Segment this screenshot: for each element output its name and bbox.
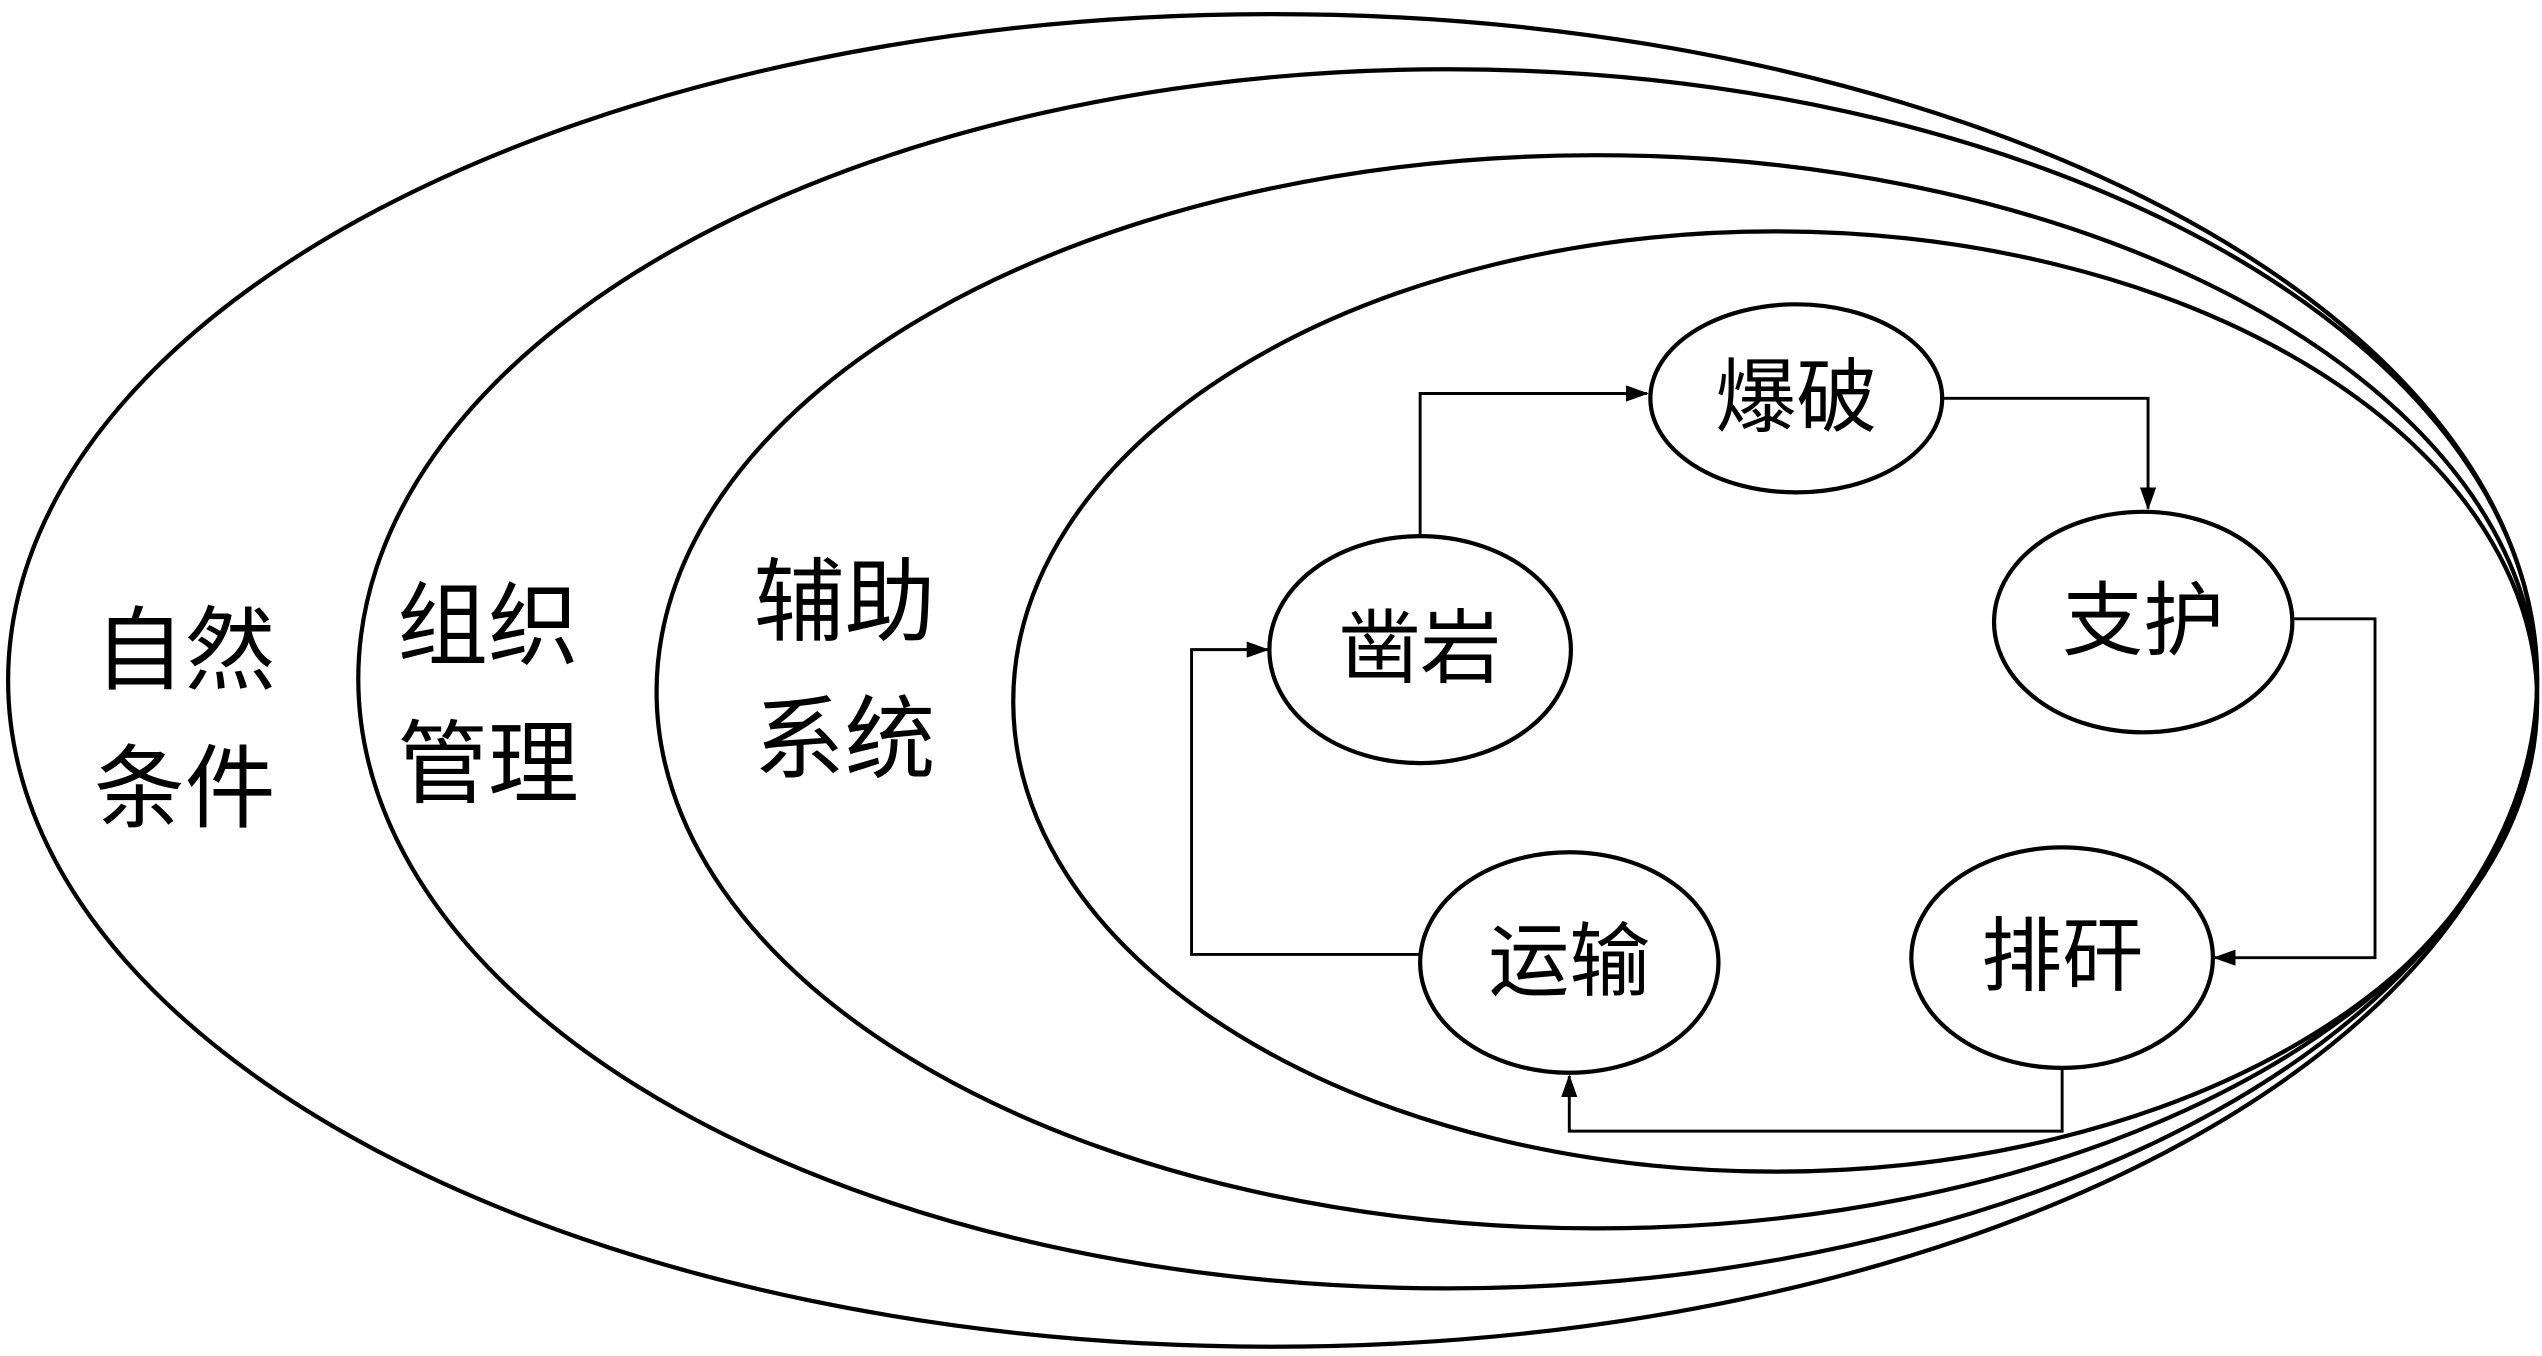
node-blasting: 爆破 (1648, 302, 1945, 495)
arrow-blasting-to-support (1942, 396, 2157, 511)
node-blasting-label: 爆破 (1715, 351, 1877, 445)
node-mucking-label: 排矸 (1981, 911, 2143, 1005)
arrow-mucking-to-transport (1561, 1067, 2064, 1133)
node-mucking: 排矸 (1909, 845, 2216, 1070)
node-support: 支护 (1991, 509, 2295, 735)
ring-production-cycle (1011, 229, 2540, 1174)
label-auxiliary-system-1: 辅助 (754, 550, 936, 655)
label-organization-management-2: 管理 (397, 713, 579, 818)
label-organization-management-1: 组织 (397, 575, 579, 680)
arrow-support-to-mucking (2212, 617, 2377, 966)
node-support-label: 支护 (2062, 575, 2224, 669)
label-auxiliary-system-2: 系统 (754, 688, 936, 793)
node-transport: 运输 (1418, 850, 1721, 1075)
label-natural-conditions-2: 条件 (94, 737, 276, 842)
node-transport-label: 运输 (1488, 916, 1650, 1010)
arrow-transport-to-drilling (1190, 641, 1422, 956)
node-drilling: 凿岩 (1267, 534, 1574, 766)
label-natural-conditions-1: 自然 (94, 599, 276, 704)
arrow-drilling-to-blasting (1418, 385, 1649, 537)
node-drilling-label: 凿岩 (1339, 603, 1501, 697)
